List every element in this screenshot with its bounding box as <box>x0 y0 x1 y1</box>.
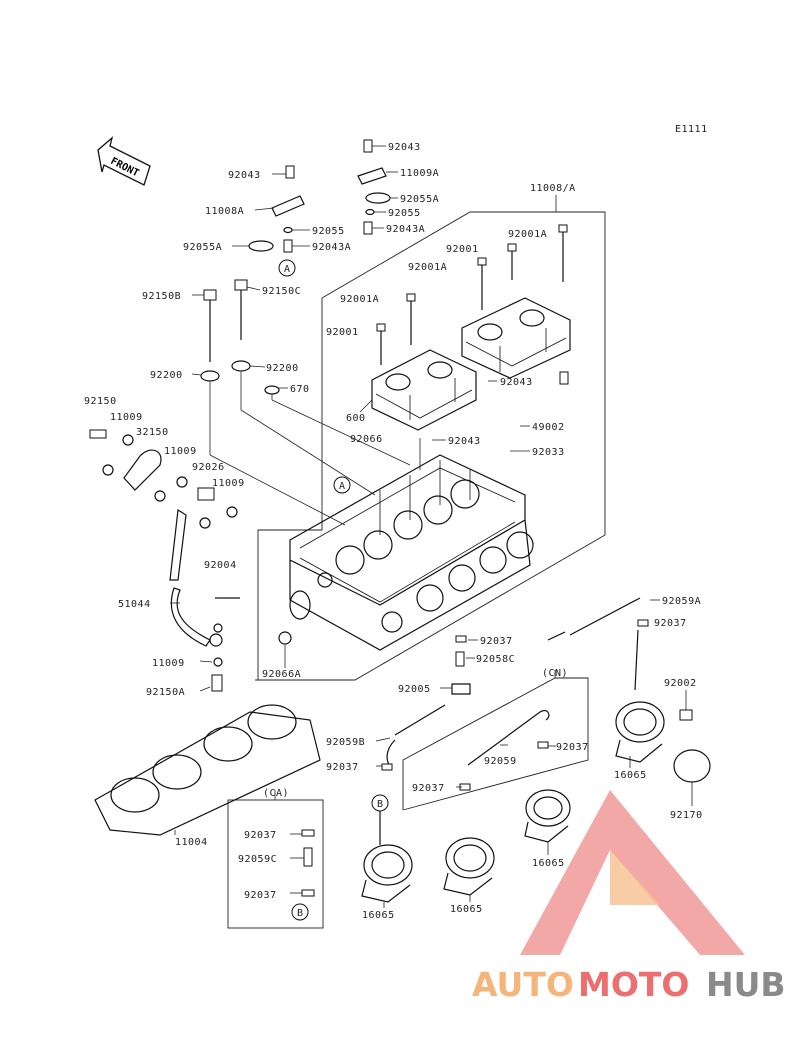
ref-marker-a-top: A <box>278 259 296 277</box>
cn-group-frame <box>402 677 589 811</box>
ref-marker-b-ca: B <box>291 903 309 921</box>
label-92066a: 92066A <box>262 669 301 680</box>
label-92001a: 92001A <box>408 262 447 273</box>
label-92150b: 92150B <box>142 291 181 302</box>
svg-text:B: B <box>297 908 304 919</box>
label-92150: 92150 <box>84 396 117 407</box>
label-92200: 92200 <box>266 363 299 374</box>
watermark-text: AUTO MOTO HUB <box>472 965 786 1004</box>
label-92037: 92037 <box>244 830 277 841</box>
label-16065: 16065 <box>614 770 647 781</box>
group-label-ca: (CA) <box>263 788 289 799</box>
label-92059a: 92059A <box>662 596 701 607</box>
watermark-moto: MOTO <box>578 965 689 1004</box>
camshaft-holder-left <box>371 349 477 431</box>
ca-group-frame <box>227 799 324 929</box>
carb-holder-b1 <box>361 844 413 903</box>
label-49002: 49002 <box>532 422 565 433</box>
label-92005: 92005 <box>398 684 431 695</box>
head-bolts <box>200 279 280 395</box>
label-11008a: 11008A <box>205 206 244 217</box>
label-92043: 92043 <box>388 142 421 153</box>
label-92055: 92055 <box>388 208 421 219</box>
label-92066: 92066 <box>350 434 383 445</box>
label-11009: 11009 <box>212 478 245 489</box>
label-92170: 92170 <box>670 810 703 821</box>
label-92037: 92037 <box>244 890 277 901</box>
label-92002: 92002 <box>664 678 697 689</box>
label-11009a: 11009A <box>400 168 439 179</box>
label-92059: 92059 <box>484 756 517 767</box>
label-92001a: 92001A <box>340 294 379 305</box>
label-92058c: 92058C <box>476 654 515 665</box>
svg-text:B: B <box>377 799 384 810</box>
label-16065: 16065 <box>532 858 565 869</box>
label-92037: 92037 <box>326 762 359 773</box>
label-92150a: 92150A <box>146 687 185 698</box>
label-92059c: 92059C <box>238 854 277 865</box>
front-arrow-icon: FRONT <box>97 136 151 186</box>
label-11009: 11009 <box>164 446 197 457</box>
camshaft-holder-right <box>461 297 571 379</box>
label-92043a: 92043A <box>312 242 351 253</box>
label-16065: 16065 <box>450 904 483 915</box>
ref-marker-a-head: A <box>333 476 351 494</box>
label-92055a: 92055A <box>400 194 439 205</box>
label-92033: 92033 <box>532 447 565 458</box>
watermark-logo <box>520 790 745 955</box>
carb-holder-m <box>524 789 571 843</box>
svg-text:A: A <box>284 264 291 275</box>
label-16065: 16065 <box>362 910 395 921</box>
group-label-cn: (CN) <box>542 668 568 679</box>
diagram-code: E1111 <box>675 124 708 135</box>
label-92055a: 92055A <box>183 242 222 253</box>
label-92200: 92200 <box>150 370 183 381</box>
part-labels: 92043 11008A 92055 92055A 92043A 92043 1… <box>84 142 703 921</box>
label-92059b: 92059B <box>326 737 365 748</box>
vacuum-hoses <box>379 597 649 845</box>
leader-lines <box>170 145 693 908</box>
label-32150: 32150 <box>136 427 169 438</box>
oil-pipe <box>89 429 292 692</box>
label-11009: 11009 <box>110 412 143 423</box>
label-92055: 92055 <box>312 226 345 237</box>
watermark-hub: HUB <box>706 965 786 1004</box>
label-11004: 11004 <box>175 837 208 848</box>
label-92043: 92043 <box>500 377 533 388</box>
label-92037: 92037 <box>480 636 513 647</box>
label-92043: 92043 <box>228 170 261 181</box>
label-92037: 92037 <box>556 742 589 753</box>
label-92043a: 92043A <box>386 224 425 235</box>
label-92001a: 92001A <box>508 229 547 240</box>
label-92001: 92001 <box>326 327 359 338</box>
label-92043: 92043 <box>448 436 481 447</box>
svg-text:A: A <box>339 481 346 492</box>
label-92026: 92026 <box>192 462 225 473</box>
label-600: 600 <box>346 413 366 424</box>
cylinder-head <box>289 454 534 651</box>
holder-bolts <box>376 224 569 385</box>
label-92150c: 92150C <box>262 286 301 297</box>
label-11008-a: 11008/A <box>530 183 576 194</box>
label-51044: 51044 <box>118 599 151 610</box>
ca-group-parts <box>301 829 315 897</box>
head-gasket <box>94 704 321 836</box>
label-11009: 11009 <box>152 658 185 669</box>
carb-holder-b2 <box>443 837 495 896</box>
head-assembly-frame <box>255 211 606 681</box>
label-670: 670 <box>290 384 310 395</box>
label-92001: 92001 <box>446 244 479 255</box>
ref-marker-b-hose: B <box>371 794 389 812</box>
label-92037: 92037 <box>412 783 445 794</box>
watermark-auto: AUTO <box>472 965 574 1004</box>
label-92037: 92037 <box>654 618 687 629</box>
label-92004: 92004 <box>204 560 237 571</box>
